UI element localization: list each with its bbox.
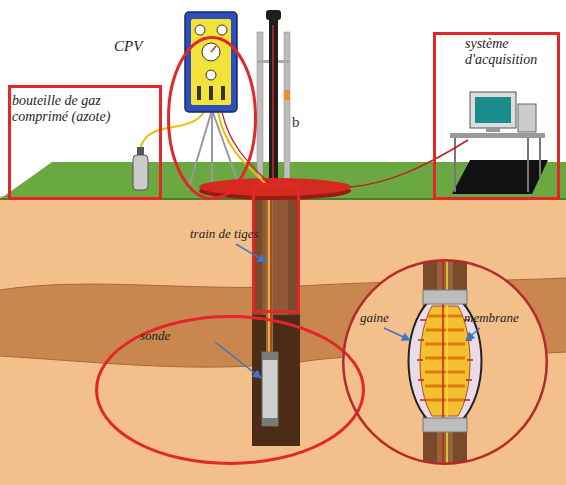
- probe-cap: [262, 352, 278, 360]
- rod-line: [272, 25, 274, 186]
- annotation-box: système d'acquisition: [433, 32, 560, 200]
- tripod-leg: [212, 110, 240, 188]
- table-shadow: [452, 160, 548, 194]
- borehole: [252, 186, 300, 446]
- data-cable: [350, 140, 468, 187]
- component-label: train de tiges: [190, 227, 259, 242]
- table-top: [450, 133, 545, 138]
- gauge: [195, 25, 205, 35]
- outline: [95, 315, 365, 465]
- clamp: [284, 90, 290, 100]
- outline-ellipse: [169, 38, 256, 199]
- component-label: système d'acquisition: [465, 36, 557, 68]
- inset-circle: gaine membrane: [342, 259, 548, 465]
- annotation-ellipse: CPV: [167, 36, 257, 200]
- annotation-box: train de tiges: [252, 183, 300, 313]
- leader-line: [466, 328, 480, 340]
- component-label: bouteille de gaz comprimé (azote): [12, 93, 152, 125]
- frame-post: [284, 32, 290, 188]
- gauge: [206, 70, 216, 80]
- base-plate: [199, 178, 351, 196]
- valve: [221, 86, 225, 100]
- component-label: CPV: [114, 38, 142, 55]
- table-leg: [454, 138, 456, 192]
- table-leg: [527, 138, 529, 192]
- gas-bottle: [133, 155, 148, 190]
- borehole-wall: [262, 186, 288, 315]
- inset-tube: [446, 255, 448, 470]
- monitor: [470, 92, 516, 128]
- jack-rod: [269, 12, 278, 188]
- leader-line: [384, 328, 410, 340]
- jack-head: [266, 10, 281, 20]
- gauge-needle: [211, 46, 216, 52]
- leader-line: [215, 342, 261, 378]
- probe-body: [262, 352, 278, 426]
- monitor-stand: [486, 128, 500, 132]
- membrane-body: [420, 306, 470, 416]
- table-leg: [539, 138, 541, 178]
- probe-cap: [262, 418, 278, 426]
- screen: [475, 97, 511, 123]
- outline-ellipse: [97, 317, 364, 464]
- tube: [268, 182, 270, 354]
- drill-rod: [266, 182, 273, 354]
- cable: [271, 182, 272, 354]
- computer-tower: [518, 104, 536, 132]
- gauge: [217, 25, 227, 35]
- probe-collar: [423, 290, 467, 304]
- cpv-panel: [191, 19, 231, 105]
- cpv-casing: [185, 12, 237, 112]
- tube: [222, 112, 270, 184]
- membrane-cells: [425, 316, 465, 400]
- component-label: gaine: [360, 311, 389, 326]
- annotation-box: bouteille de gaz comprimé (azote): [8, 85, 162, 200]
- outline: [167, 36, 257, 200]
- annotation-ellipse: sonde: [95, 315, 365, 465]
- inset-tube: [442, 255, 444, 470]
- part-label: b: [292, 114, 300, 131]
- frame-post: [257, 32, 263, 188]
- borehole-lower: [252, 315, 300, 446]
- outline-ellipse: [343, 260, 547, 464]
- component-label: membrane: [464, 311, 519, 326]
- leader-line: [236, 244, 266, 262]
- inset-detail: [409, 255, 482, 470]
- sheath-strips: [417, 320, 473, 400]
- component-label: sonde: [140, 329, 170, 344]
- valve: [209, 86, 213, 100]
- gauge: [202, 43, 220, 61]
- outline: [342, 259, 548, 465]
- valve: [197, 86, 201, 100]
- probe-collar: [423, 418, 467, 432]
